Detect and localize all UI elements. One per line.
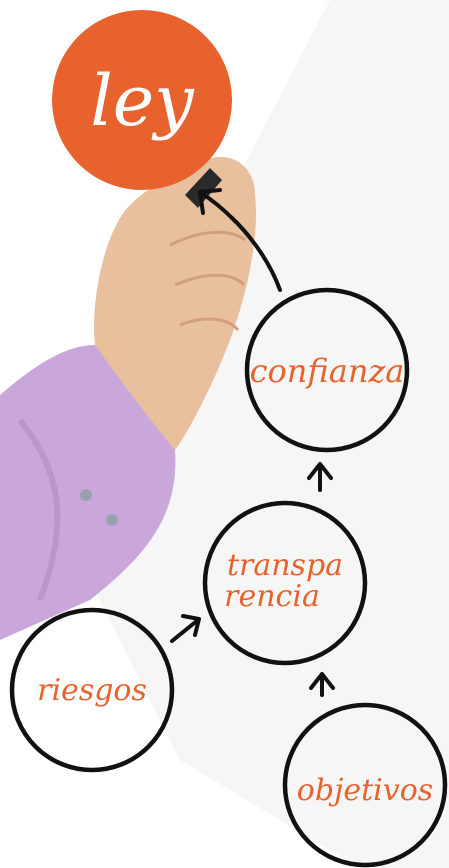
node-label-confianza: confianza — [250, 352, 405, 390]
ley-circle — [52, 10, 232, 190]
node-circle-transparencia — [202, 500, 368, 666]
cuff-button — [80, 489, 92, 501]
arrow-confianza-to-ley — [198, 190, 282, 292]
node-circles — [9, 287, 448, 868]
node-circle-objetivos — [282, 702, 448, 868]
node-circle-riesgos — [9, 607, 175, 773]
node-label-riesgos: riesgos — [37, 673, 147, 708]
node-circle-confianza — [244, 287, 410, 453]
node-label-transparencia-line2: rencia — [224, 579, 320, 614]
marker — [185, 168, 222, 208]
node-label-transparencia-line1: transpa — [227, 548, 343, 583]
arrowhead — [309, 672, 335, 690]
hand — [94, 156, 256, 450]
finger — [174, 273, 246, 287]
arrow-riesgos-to-transparencia — [170, 618, 200, 643]
finger — [179, 317, 240, 332]
sleeve-fold — [17, 418, 61, 602]
node-label-objetivos: objetivos — [297, 773, 433, 808]
arrowhead — [307, 462, 333, 480]
hand-illustration — [0, 156, 256, 640]
arrowhead — [198, 188, 222, 215]
edges — [170, 188, 335, 697]
arrowhead — [181, 614, 201, 637]
ley-label: ley — [90, 60, 195, 142]
finger — [169, 230, 246, 247]
background-wedge — [60, 0, 449, 868]
cuff-button — [106, 514, 118, 526]
